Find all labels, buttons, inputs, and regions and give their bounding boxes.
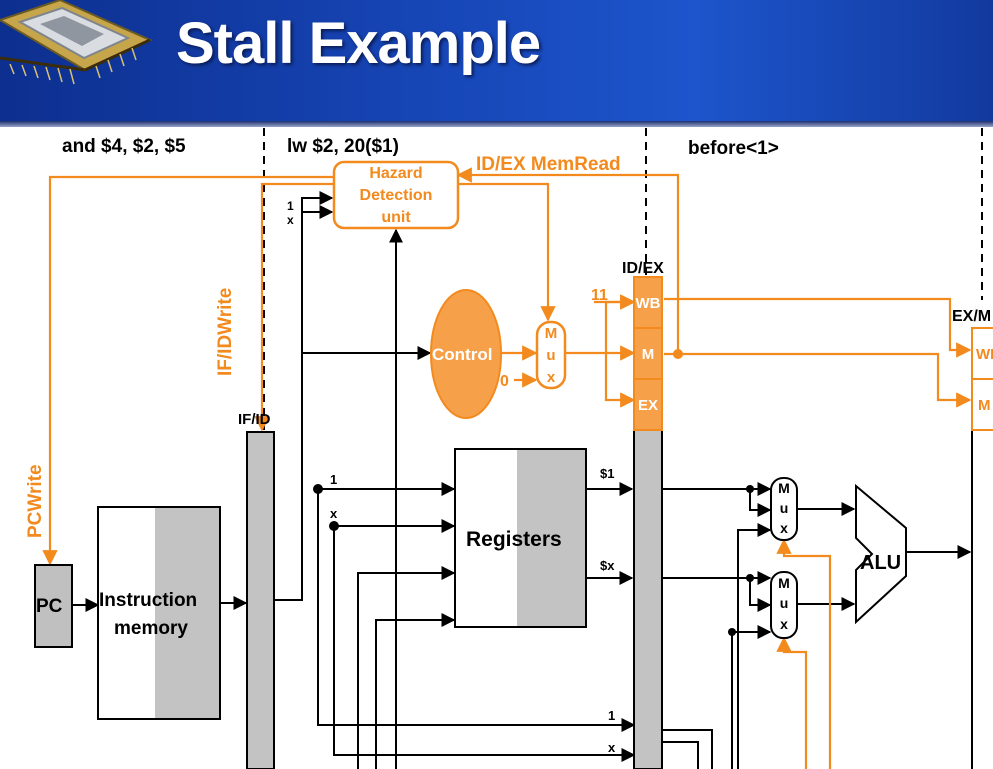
read-register-2-value: x — [330, 506, 338, 521]
ex-mem-label: EX/M — [952, 308, 991, 325]
registers-label: Registers — [466, 528, 562, 551]
id-ex-control-fields — [633, 276, 663, 431]
pc-block — [34, 564, 73, 648]
id-ex-m-field: M — [642, 346, 655, 363]
id-ex-ex-field: EX — [638, 397, 658, 414]
hazard-unit-label-1: Hazard — [369, 165, 422, 182]
cpu-chip-icon — [0, 0, 153, 85]
ex-mem-wb-field: WB — [976, 346, 993, 363]
hazard-input-x: x — [287, 213, 294, 227]
control-zero-label: 0 — [500, 373, 509, 390]
alu-label: ALU — [860, 552, 901, 574]
control-eleven-label: 11 — [591, 287, 608, 304]
pc-label: PC — [36, 596, 63, 617]
hazard-detection-unit — [332, 160, 460, 230]
hazard-input-one: 1 — [287, 199, 294, 213]
header-divider — [0, 121, 993, 127]
if-stage-instruction: and $4, $2, $5 — [62, 136, 186, 157]
if-id-register — [246, 431, 275, 769]
ex-stage-instruction: before<1> — [688, 138, 779, 159]
if-id-label: IF/ID — [238, 411, 271, 428]
control-mux-x: x — [547, 369, 556, 386]
id-ex-wb-field: WB — [636, 295, 661, 312]
if-id-write-label: IF/IDWrite — [215, 288, 236, 376]
alu-mux-bottom-u: u — [780, 595, 789, 611]
id-ex-register — [633, 429, 663, 769]
slide-title: Stall Example — [176, 11, 541, 76]
alu-mux-bottom-m: M — [778, 575, 790, 591]
slide-header — [0, 0, 993, 124]
id-ex-memread-label: ID/EX MemRead — [476, 154, 621, 175]
alu-mux-bottom — [770, 571, 798, 639]
control-unit — [430, 289, 502, 419]
instruction-memory-label-1: Instruction — [99, 590, 197, 611]
hazard-unit-label-3: unit — [381, 209, 411, 226]
read-data-2-value: $x — [600, 558, 615, 573]
alu — [855, 483, 907, 625]
id-ex-label: ID/EX — [622, 260, 664, 277]
alu-mux-top — [770, 477, 798, 541]
ex-mem-m-field: M — [978, 397, 991, 414]
id-stage-instruction: lw $2, 20($1) — [287, 136, 399, 157]
control-mux-m: M — [545, 325, 558, 342]
hazard-unit-label-2: Detection — [360, 187, 433, 204]
read-register-1-value: 1 — [330, 472, 337, 487]
control-mux-u: u — [546, 347, 555, 364]
alu-mux-top-x: x — [780, 520, 788, 536]
control-label: Control — [432, 345, 492, 364]
alu-mux-top-u: u — [780, 500, 789, 516]
control-mux — [535, 320, 567, 390]
alu-mux-bottom-x: x — [780, 616, 788, 632]
read-data-1-value: $1 — [600, 466, 614, 481]
instruction-memory-label-2: memory — [114, 618, 188, 639]
bottom-wire-one-value: 1 — [608, 708, 615, 723]
bottom-wire-x-value: x — [608, 740, 616, 755]
pc-write-label: PCWrite — [25, 464, 46, 538]
alu-mux-top-m: M — [778, 480, 790, 496]
